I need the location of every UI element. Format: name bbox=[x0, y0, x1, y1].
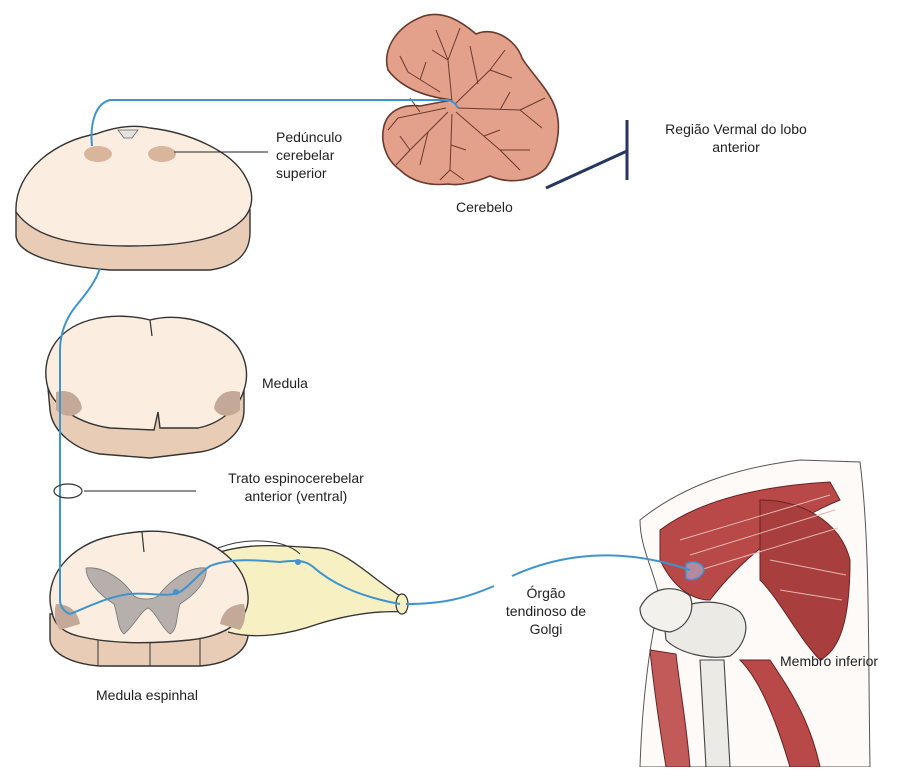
label-cerebellum: Cerebelo bbox=[456, 198, 513, 216]
spinal-cord-section bbox=[50, 531, 408, 666]
label-golgi-organ: Órgão tendinoso de Golgi bbox=[490, 584, 602, 638]
label-vermal-region: Região Vermal do lobo anterior bbox=[638, 120, 834, 156]
medulla-section bbox=[46, 316, 247, 458]
cell-body-marker bbox=[173, 589, 179, 595]
label-peduncle: Pedúnculo cerebelar superior bbox=[276, 128, 342, 182]
lower-limb-illustration bbox=[640, 460, 870, 767]
label-spinal-cord: Medula espinhal bbox=[96, 686, 198, 704]
brainstem-section bbox=[16, 126, 252, 270]
tract-marker bbox=[54, 484, 82, 498]
label-medulla: Medula bbox=[262, 374, 308, 392]
label-lower-limb: Membro inferior bbox=[780, 652, 878, 670]
label-tract: Trato espinocerebelar anterior (ventral) bbox=[196, 469, 396, 505]
ganglion-marker bbox=[295, 559, 301, 565]
